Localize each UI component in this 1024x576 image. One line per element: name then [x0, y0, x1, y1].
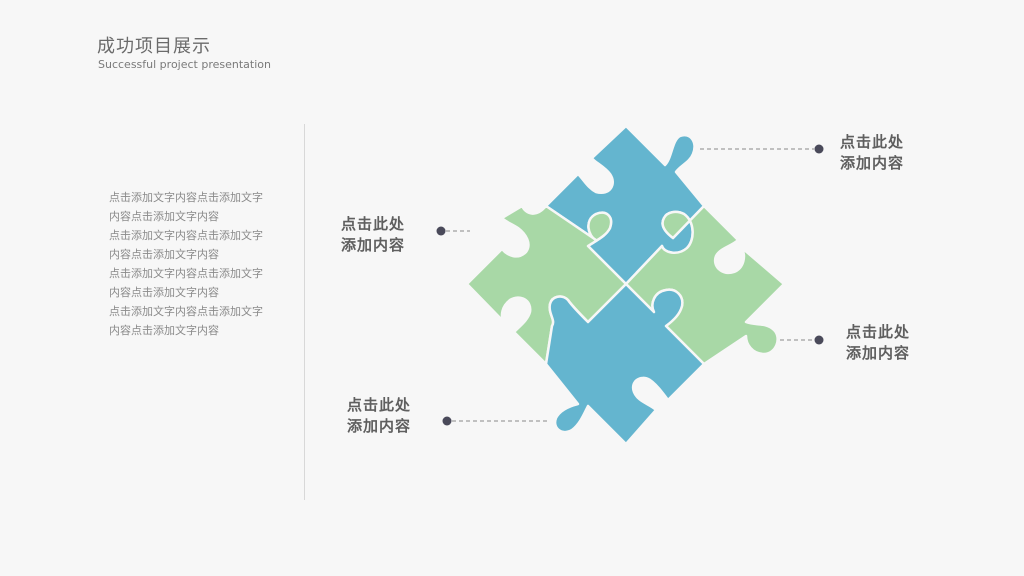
text-paragraph[interactable]: 点击添加文字内容点击添加文字内容点击添加文字内容	[109, 267, 263, 299]
callout-label-bottom[interactable]: 点击此处 添加内容	[347, 396, 412, 435]
callout-label-top-right[interactable]: 点击此处 添加内容	[840, 133, 905, 172]
callout-connector-left	[436, 226, 470, 236]
puzzle-piece-bottom[interactable]	[544, 282, 706, 446]
text-paragraph[interactable]: 点击添加文字内容点击添加文字内容点击添加文字内容	[109, 229, 263, 261]
text-paragraph-list: 点击添加文字内容点击添加文字内容点击添加文字内容 点击添加文字内容点击添加文字内…	[109, 188, 279, 340]
puzzle-piece-left[interactable]	[465, 204, 628, 366]
callout-label-right[interactable]: 点击此处 添加内容	[846, 323, 911, 362]
page-subtitle: Successful project presentation	[98, 58, 271, 71]
page-title: 成功项目展示	[97, 36, 211, 57]
text-paragraph[interactable]: 点击添加文字内容点击添加文字内容点击添加文字内容	[109, 191, 263, 223]
callout-connector-right	[780, 335, 824, 345]
callout-connector-top-right	[700, 144, 824, 154]
text-paragraph[interactable]: 点击添加文字内容点击添加文字内容点击添加文字内容	[109, 305, 263, 337]
vertical-divider	[304, 124, 305, 500]
callout-connector-bottom	[442, 416, 548, 426]
callout-label-left[interactable]: 点击此处 添加内容	[341, 215, 406, 254]
